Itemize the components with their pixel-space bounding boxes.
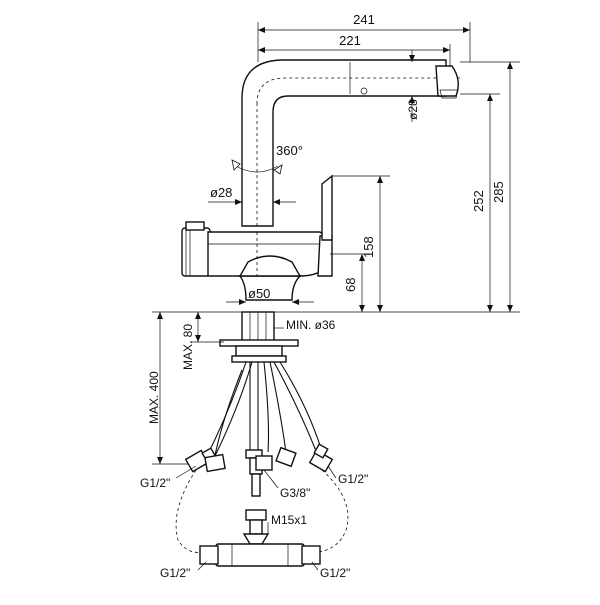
dimension-221: 221: [258, 33, 451, 82]
dimension-68: 68: [330, 253, 370, 312]
dimension-body-diameter: ø28: [208, 185, 296, 205]
fitting-center: [245, 449, 273, 497]
dimension-241: 241: [257, 12, 471, 62]
dim-158-label: 158: [361, 236, 376, 258]
hose-fittings: [184, 443, 334, 497]
faucet-body: [181, 174, 333, 301]
dimension-spout-diameter: ø28: [406, 50, 420, 122]
dim-body-diameter-label: ø28: [210, 185, 232, 200]
rotation-label: 360°: [276, 143, 303, 158]
tee-labels: M15x1 G1/2" G1/2": [160, 513, 350, 580]
dim-max-80-label: MAX. 80: [181, 324, 195, 370]
dimension-base-diameter: ø50: [226, 286, 314, 305]
dim-241-label: 241: [353, 12, 375, 27]
dim-285-label: 285: [491, 181, 506, 203]
dimension-252: 252: [460, 93, 500, 312]
dimension-min-hole: MIN. ø36: [274, 318, 336, 332]
dim-spout-diameter-label: ø28: [406, 99, 420, 120]
conn-center-label: G3/8": [280, 486, 310, 500]
dim-68-label: 68: [343, 278, 358, 292]
rotation-arrow-icon: 360°: [231, 143, 303, 175]
spout: [241, 59, 460, 227]
dimension-max-80: MAX. 80: [181, 312, 224, 370]
conn-right-label: G1/2": [338, 472, 368, 486]
tee-left-label: G1/2": [160, 566, 190, 580]
dimension-158: 158: [332, 175, 390, 312]
dim-252-label: 252: [471, 190, 486, 212]
fitting-left-inner: [204, 453, 226, 473]
supply-hoses: [205, 361, 325, 463]
tee-right-label: G1/2": [320, 566, 350, 580]
connection-labels: G1/2" G3/8" G1/2": [140, 465, 368, 500]
tee-fitting: [199, 509, 321, 567]
tee-thread-label: M15x1: [271, 513, 307, 527]
tee-nut: [245, 509, 267, 521]
fitting-right-inner: [275, 446, 297, 468]
dim-min-hole-label: MIN. ø36: [286, 318, 336, 332]
fitting-right-outer: [308, 443, 334, 473]
dim-base-diameter-label: ø50: [248, 286, 270, 301]
conn-left-label: G1/2": [140, 476, 170, 490]
dim-221-label: 221: [339, 33, 361, 48]
dimension-285: 285: [460, 61, 520, 312]
dim-max-400-label: MAX. 400: [147, 371, 161, 424]
mounting-shank: [219, 311, 299, 363]
